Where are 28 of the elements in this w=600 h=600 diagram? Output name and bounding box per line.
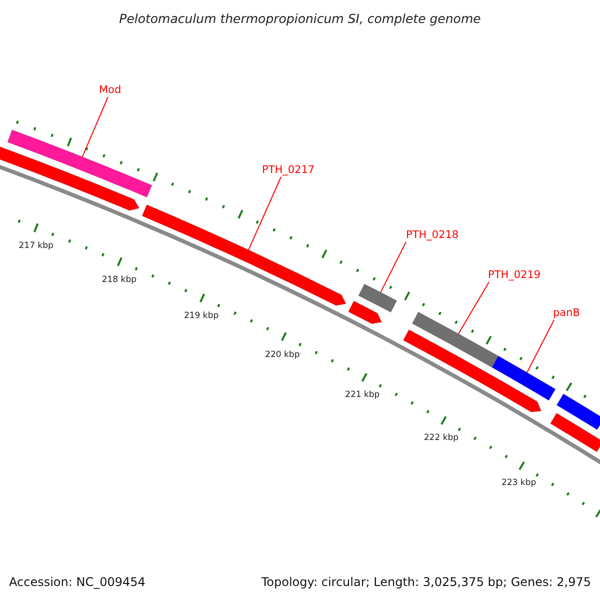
scale-label: 221 kbp bbox=[345, 389, 380, 402]
scale-label: 219 kbp bbox=[184, 310, 219, 322]
leader-line bbox=[458, 282, 490, 334]
gene-bar bbox=[412, 312, 499, 368]
scale-label: 222 kbp bbox=[424, 432, 459, 444]
gene-bar bbox=[556, 394, 600, 430]
leader-line bbox=[248, 176, 282, 250]
gene-bar bbox=[142, 204, 346, 306]
scale-label: 223 kbp bbox=[501, 476, 536, 489]
gene-bar bbox=[402, 329, 542, 412]
gene-label: PTH_0218 bbox=[406, 229, 459, 241]
gene-bar bbox=[7, 130, 152, 198]
leader-line bbox=[82, 96, 108, 158]
title: Pelotomaculum thermopropionicum SI, complete genome bbox=[118, 11, 482, 26]
gene-label: PTH_0219 bbox=[488, 269, 541, 281]
gene-label: PTH_0217 bbox=[262, 164, 315, 176]
gene-bar bbox=[0, 146, 140, 211]
gene-bar bbox=[358, 284, 398, 313]
scale-label: 220 kbp bbox=[265, 348, 300, 361]
gene-bar bbox=[492, 356, 556, 401]
scale-label: 218 kbp bbox=[102, 274, 136, 286]
accession-text: Accession: NC_009454 bbox=[9, 575, 146, 589]
scale-label: 217 kbp bbox=[18, 240, 54, 252]
gene-label: Mod bbox=[99, 84, 122, 96]
genome-stats-text: Topology: circular; Length: 3,025,375 bp; Genes: 2,975 bbox=[261, 575, 591, 589]
gene-label: panB bbox=[553, 307, 580, 319]
gene-bar bbox=[348, 300, 382, 324]
gene-bar bbox=[550, 412, 600, 452]
